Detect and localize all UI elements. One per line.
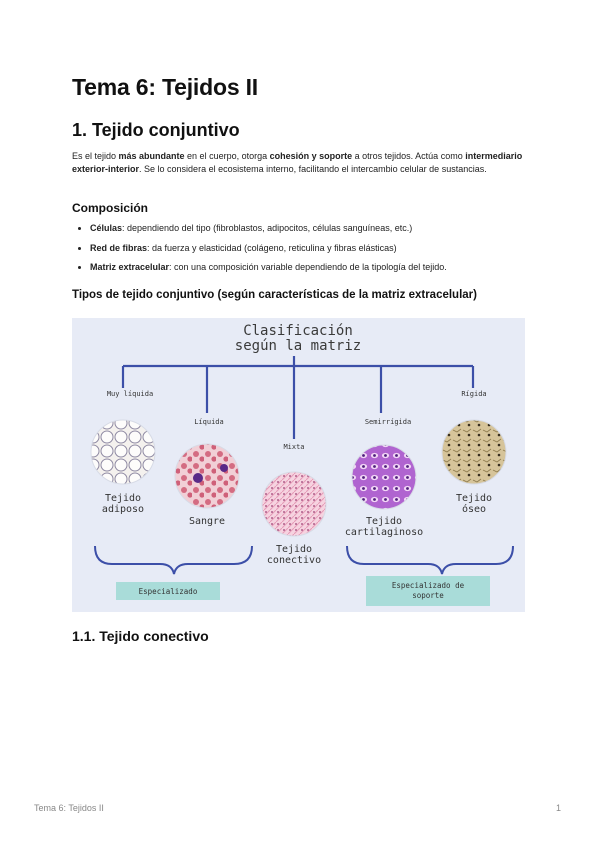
category-label-mixta: Mixta <box>283 443 304 451</box>
adipose-tissue-image <box>90 419 156 485</box>
category-label-rigida: Rígida <box>461 390 486 398</box>
intro-text-4: . Se lo considera el ecosistema interno,… <box>139 164 487 174</box>
subsection-heading: 1.1. Tejido conectivo <box>72 628 209 644</box>
right-brace <box>346 545 514 575</box>
composition-list: Células: dependiendo del tipo (fibroblas… <box>72 222 550 281</box>
connective-tissue-image <box>261 471 327 537</box>
diagram-title-line2: según la matriz <box>235 338 361 354</box>
tissue-name-bone-1: Tejido <box>456 493 492 504</box>
footer-title: Tema 6: Tejidos II <box>34 803 104 813</box>
list-item-term: Matriz extracelular <box>90 262 170 272</box>
page-title: Tema 6: Tejidos II <box>72 74 258 100</box>
intro-paragraph: Es el tejido más abundante en el cuerpo,… <box>72 150 532 176</box>
intro-bold-1: más abundante <box>118 151 185 161</box>
classification-diagram-svg: Clasificación según la matriz Muy líquid… <box>90 323 514 606</box>
list-item-term: Células <box>90 223 123 233</box>
category-label-muy-liquida: Muy líquida <box>107 390 153 398</box>
list-item-text: : dependiendo del tipo (fibroblastos, ad… <box>122 223 413 233</box>
tissue-name-adipose-1: Tejido <box>105 493 141 504</box>
blood-leukocyte <box>220 464 228 472</box>
tissue-name-cartilage-1: Tejido <box>366 516 402 527</box>
list-item-term: Red de fibras <box>90 242 148 253</box>
left-brace <box>94 545 253 575</box>
classification-diagram: Clasificación según la matriz Muy líquid… <box>72 318 525 612</box>
list-item: Red de fibras: da fuerza y elasticidad (… <box>90 242 550 254</box>
group-label-support-2: soporte <box>412 591 444 600</box>
group-label-support-1: Especializado de <box>392 581 465 590</box>
intro-text-2: en el cuerpo, otorga <box>184 151 270 161</box>
cartilage-tissue-image <box>351 444 417 510</box>
list-item-text: : con una composición variable dependien… <box>169 262 447 272</box>
list-item-text: : da fuerza y elasticidad (colágeno, ret… <box>147 242 397 253</box>
tissue-name-blood: Sangre <box>189 516 225 527</box>
group-label-specialized: Especializado <box>139 587 198 596</box>
tissue-name-cartilage-2: cartilaginoso <box>345 527 423 538</box>
list-item: Células: dependiendo del tipo (fibroblas… <box>90 222 550 234</box>
tissue-name-connective-1: Tejido <box>276 544 312 555</box>
blood-tissue-image <box>174 443 240 509</box>
list-item: Matriz extracelular: con una composición… <box>90 261 550 273</box>
section-heading: 1. Tejido conjuntivo <box>72 120 240 140</box>
composition-heading: Composición <box>72 201 149 215</box>
connector-lines <box>121 356 475 439</box>
category-label-liquida: Líquida <box>194 418 224 426</box>
blood-leukocyte <box>193 473 203 483</box>
bone-tissue-image <box>441 419 507 485</box>
intro-bold-3: intermediario exterior-interior <box>72 151 523 174</box>
tissue-name-connective-2: conectivo <box>267 555 321 566</box>
tissue-name-adipose-2: adiposo <box>102 504 144 515</box>
group-box-support <box>366 576 490 606</box>
tissue-name-bone-2: óseo <box>462 503 486 515</box>
intro-text-3: a otros tejidos. Actúa como <box>352 151 466 161</box>
category-label-semirrigida: Semirrígida <box>365 418 411 426</box>
types-heading: Tipos de tejido conjuntivo (según caract… <box>72 289 477 301</box>
group-box-specialized <box>116 582 220 600</box>
intro-bold-2: cohesión y soporte <box>269 151 353 161</box>
diagram-title-line1: Clasificación <box>243 323 353 339</box>
page-number: 1 <box>556 803 562 813</box>
intro-text-1: Es el tejido <box>72 151 119 161</box>
